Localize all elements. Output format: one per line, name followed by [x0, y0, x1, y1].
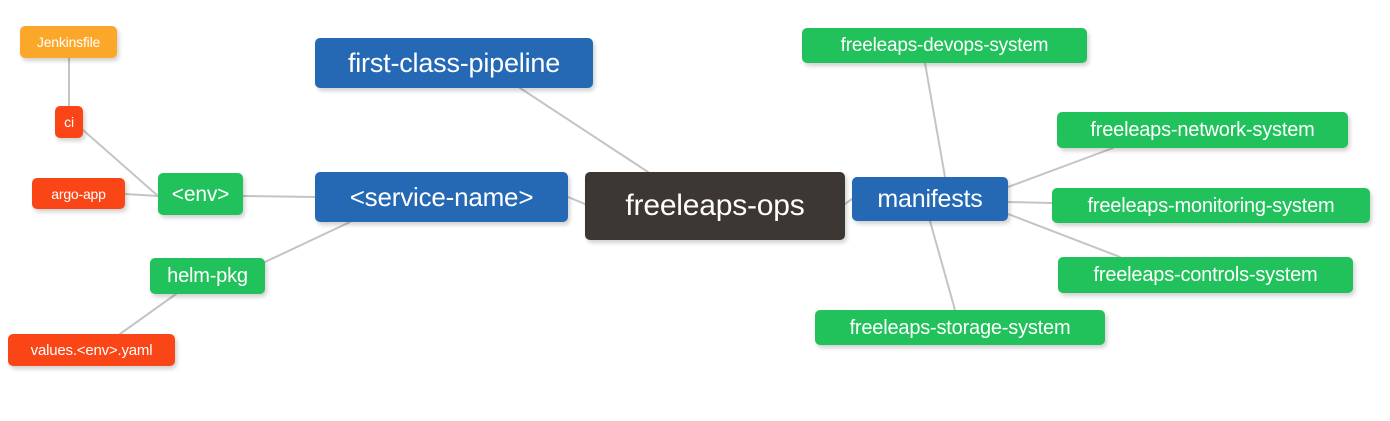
- edge-manifests-to-freeleaps-monitoring-system: [1007, 201, 1053, 204]
- node-label-service-name: <service-name>: [349, 182, 534, 212]
- node-freeleaps-storage-system[interactable]: freeleaps-storage-system: [815, 310, 1105, 345]
- edge-first-class-pipeline-to-freeleaps-ops: [519, 87, 649, 173]
- node-label-helm-pkg: helm-pkg: [167, 265, 248, 287]
- edge-service-name-to-freeleaps-ops: [567, 196, 586, 205]
- node-argo-app[interactable]: argo-app: [32, 178, 125, 209]
- edge-freeleaps-ops-to-manifests: [844, 198, 853, 205]
- edge-manifests-to-freeleaps-storage-system: [929, 220, 956, 311]
- node-label-env: <env>: [171, 182, 230, 206]
- node-label-jenkinsfile: Jenkinsfile: [36, 34, 101, 50]
- node-label-freeleaps-controls-system: freeleaps-controls-system: [1093, 264, 1318, 286]
- node-label-first-class-pipeline: first-class-pipeline: [347, 47, 561, 78]
- node-label-freeleaps-network-system: freeleaps-network-system: [1090, 119, 1315, 141]
- node-label-values-yaml: values.<env>.yaml: [30, 341, 153, 359]
- node-label-freeleaps-devops-system: freeleaps-devops-system: [840, 35, 1049, 56]
- node-freeleaps-devops-system[interactable]: freeleaps-devops-system: [802, 28, 1087, 63]
- node-label-ci: ci: [64, 114, 74, 130]
- node-label-freeleaps-monitoring-system: freeleaps-monitoring-system: [1087, 194, 1335, 217]
- edge-helm-pkg-to-service-name: [264, 221, 351, 263]
- node-values-yaml[interactable]: values.<env>.yaml: [8, 334, 175, 366]
- node-label-freeleaps-ops: freeleaps-ops: [625, 189, 805, 222]
- node-freeleaps-network-system[interactable]: freeleaps-network-system: [1057, 112, 1348, 148]
- node-service-name[interactable]: <service-name>: [315, 172, 568, 222]
- edge-argo-app-to-env: [124, 193, 159, 197]
- node-label-freeleaps-storage-system: freeleaps-storage-system: [849, 316, 1071, 339]
- node-jenkinsfile[interactable]: Jenkinsfile: [20, 26, 117, 58]
- node-label-argo-app: argo-app: [51, 185, 106, 202]
- node-env[interactable]: <env>: [158, 173, 243, 215]
- node-first-class-pipeline[interactable]: first-class-pipeline: [315, 38, 593, 88]
- node-freeleaps-ops[interactable]: freeleaps-ops: [585, 172, 845, 240]
- node-label-manifests: manifests: [877, 184, 983, 213]
- edge-env-to-service-name: [242, 195, 316, 198]
- edge-manifests-to-freeleaps-network-system: [1007, 147, 1114, 188]
- node-helm-pkg[interactable]: helm-pkg: [150, 258, 265, 294]
- edge-freeleaps-devops-system-to-manifests: [924, 62, 946, 178]
- node-freeleaps-controls-system[interactable]: freeleaps-controls-system: [1058, 257, 1353, 293]
- edge-values-yaml-to-helm-pkg: [119, 293, 177, 335]
- node-freeleaps-monitoring-system[interactable]: freeleaps-monitoring-system: [1052, 188, 1370, 223]
- node-manifests[interactable]: manifests: [852, 177, 1008, 221]
- node-ci[interactable]: ci: [55, 106, 83, 138]
